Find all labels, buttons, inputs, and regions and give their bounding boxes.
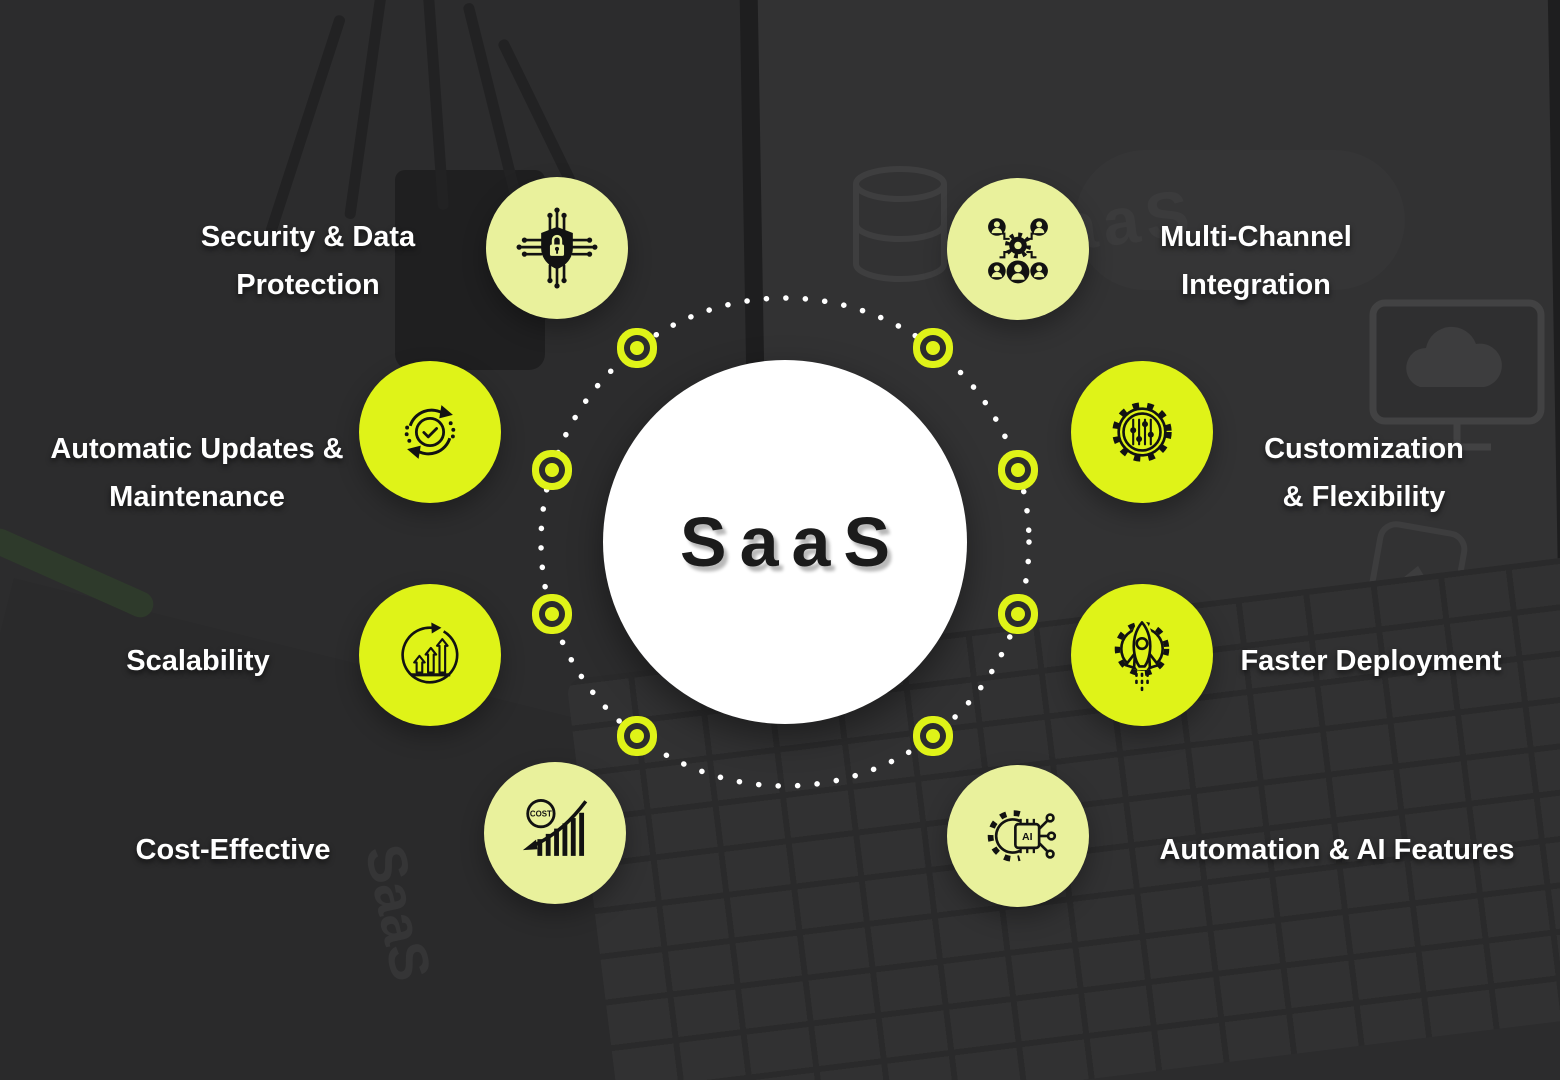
ring-node-marker [1011,463,1025,477]
ring-node-marker [545,607,559,621]
feature-circle-security [486,177,628,319]
ring-node-marker [926,341,940,355]
feature-circle-updates [359,361,501,503]
ai-icon-text: AI [1022,831,1033,843]
sync-arrows-check-icon [404,405,456,459]
feature-circle-customization [1071,361,1213,503]
background-monitor-cloud-icon [1369,299,1545,451]
ring-node-marker [630,341,644,355]
center-title: SaaS [679,503,904,581]
center-circle: SaaS [603,360,967,724]
background-database-icon [853,166,947,282]
feature-circle-scalability [359,584,501,726]
background-pencil [344,0,387,220]
ring-node-marker [926,729,940,743]
growth-arrows-circle-icon [401,622,459,684]
feature-label-multichannel: Multi-Channel Integration [1160,221,1352,301]
gear-user-network-icon [988,218,1048,284]
feature-label-customization: Customization & Flexibility [1264,433,1464,513]
rocket-gear-icon [1114,617,1170,692]
cost-icon-text: COST [530,810,552,819]
feature-label-deployment: Faster Deployment [1240,645,1502,677]
gear-sliders-icon [1112,402,1172,462]
feature-circle-automation-ai: AI [947,765,1089,907]
feature-label-automation-ai: Automation & AI Features [1159,834,1515,866]
ring-node-marker [545,463,559,477]
ring-node-marker [630,729,644,743]
feature-label-updates: Automatic Updates & Maintenance [50,433,344,513]
background-pencil [264,13,347,237]
gear-ai-chip-circuit-icon: AI [987,810,1057,862]
dotted-orbit-ring [538,295,1032,789]
feature-label-cost: Cost-Effective [135,834,331,866]
feature-circle-cost: COST [484,762,626,904]
feature-label-security: Security & Data Protection [200,221,416,301]
ring-node-marker [1011,607,1025,621]
cost-down-chart-icon: COST [522,799,588,856]
feature-circle-deployment [1071,584,1213,726]
feature-label-scalability: Scalability [126,645,270,677]
shield-lock-circuit-icon [516,207,598,289]
feature-circle-multichannel [947,178,1089,320]
background-cloud-shape [1075,150,1405,290]
